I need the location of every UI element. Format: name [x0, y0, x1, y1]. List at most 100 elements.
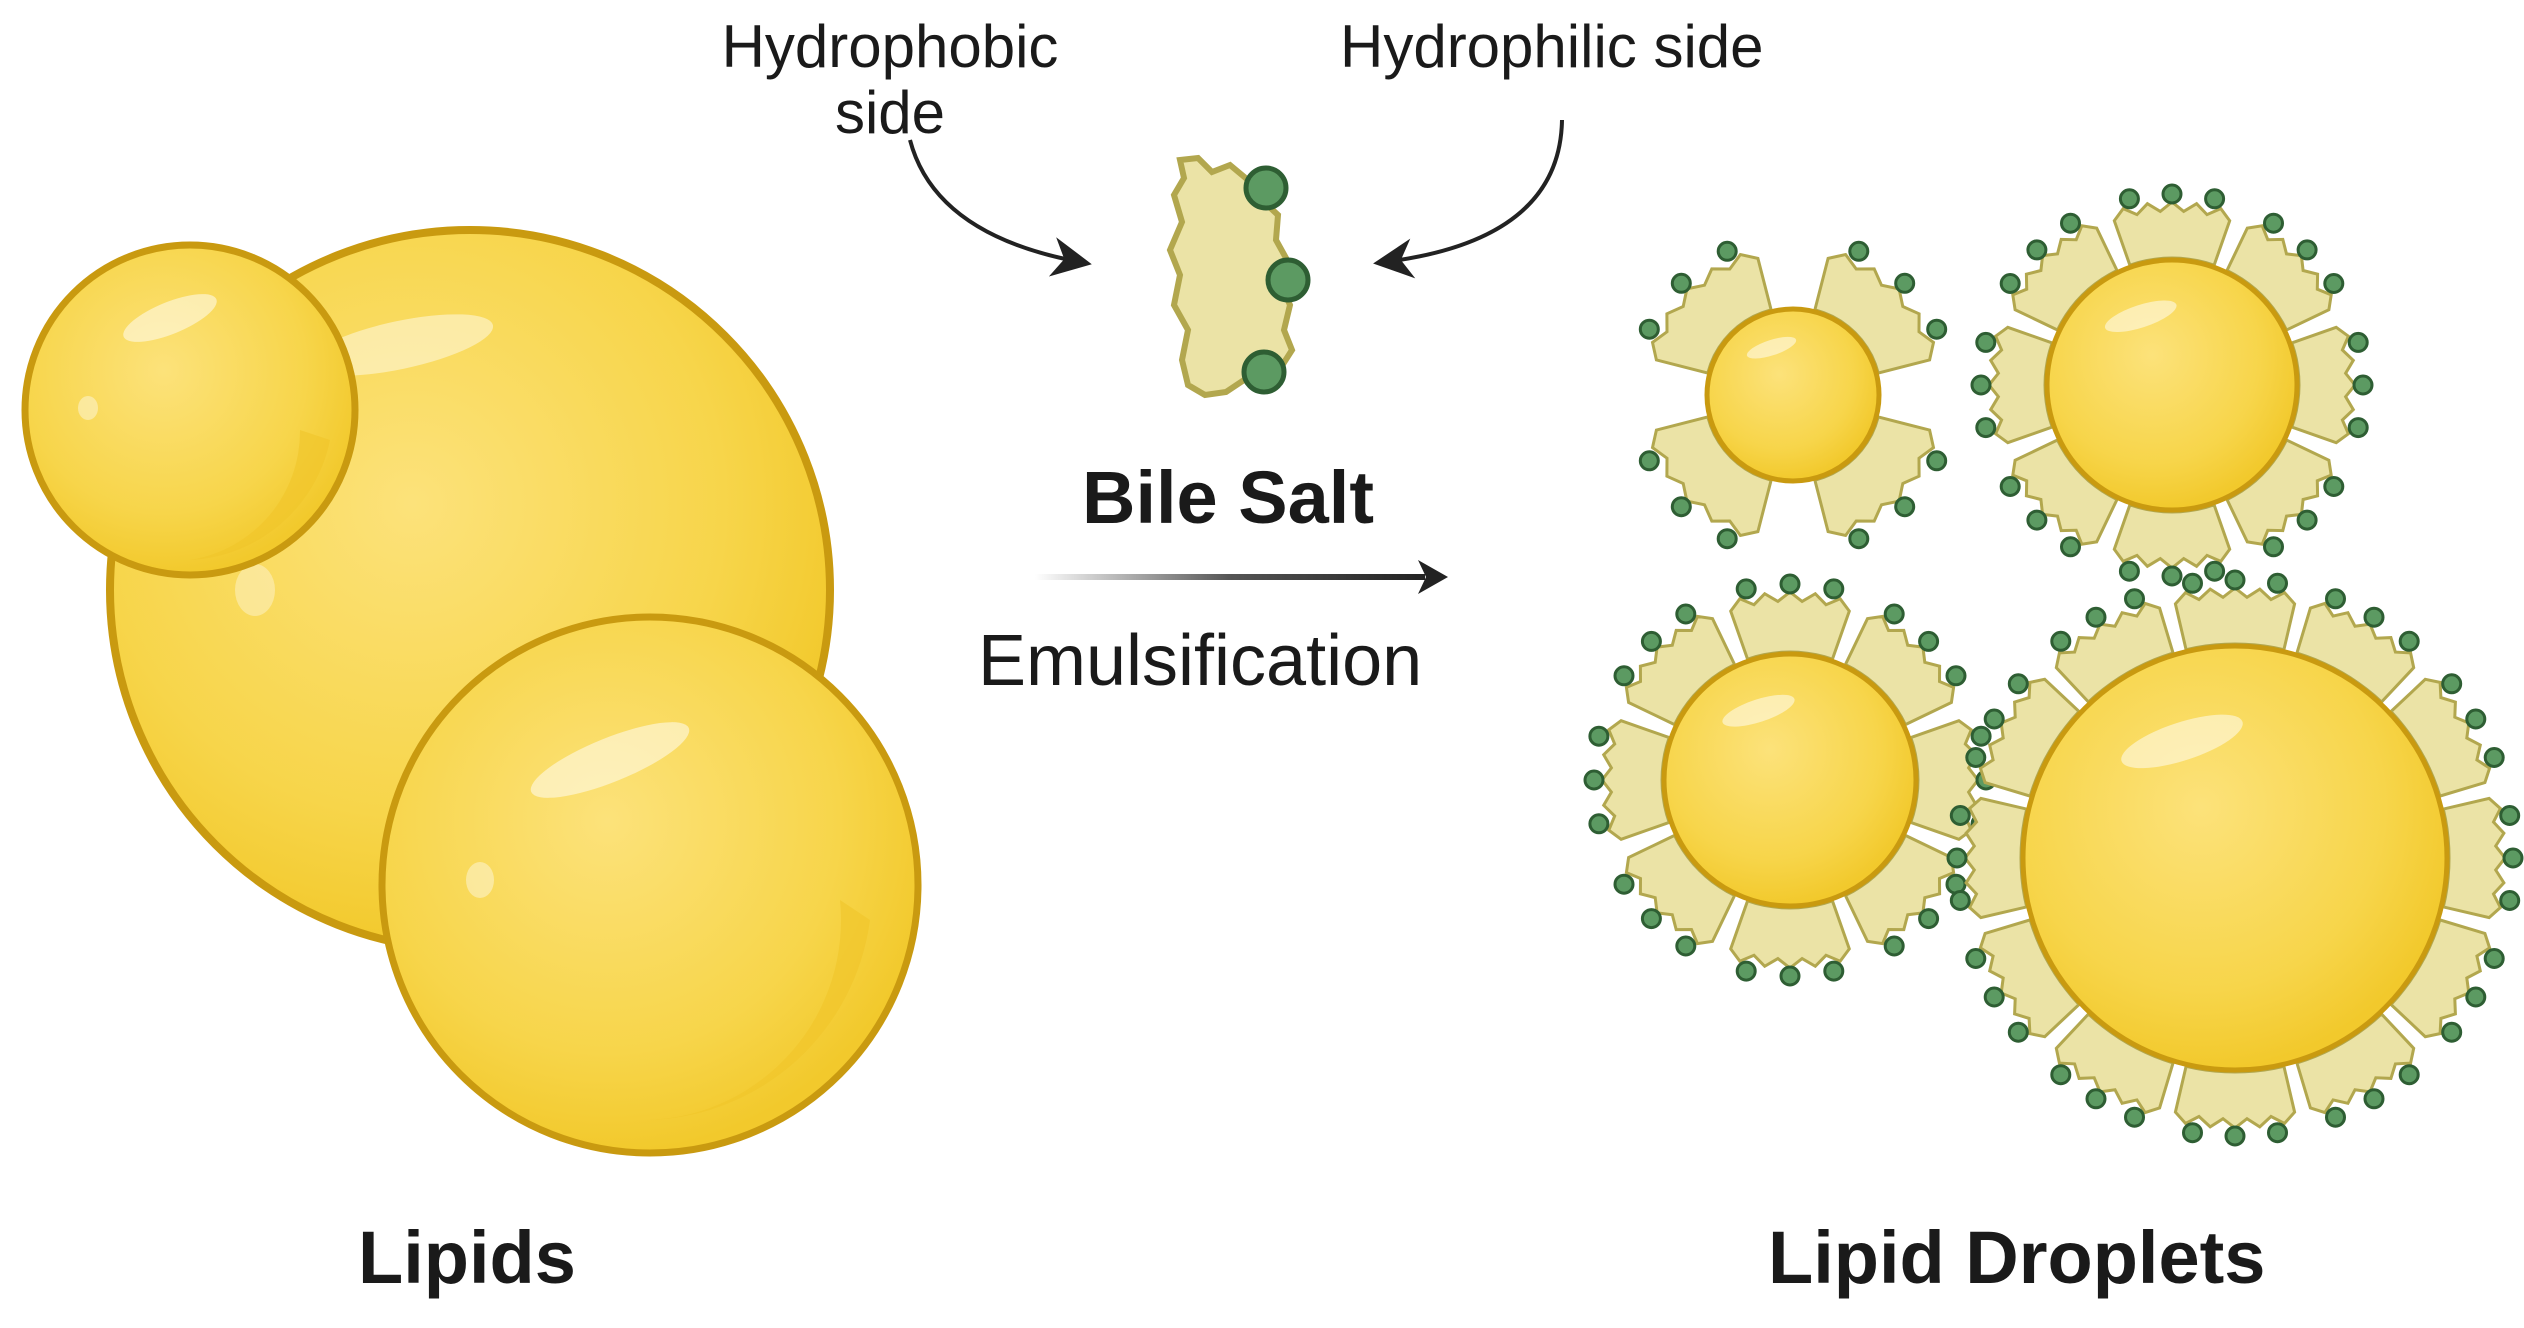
hydrophilic-head	[2499, 890, 2521, 911]
hydrophilic-label: Hydrophilic side	[1340, 13, 1764, 80]
hydrophilic-head	[1638, 450, 1660, 472]
hydrophilic-head	[2182, 1122, 2203, 1144]
hydrophilic-head	[2124, 1106, 2145, 1128]
emulsification-arrow	[1035, 560, 1448, 594]
bile-salt-segment	[2112, 200, 2232, 268]
bile-salt-segment	[2173, 586, 2297, 652]
hydrophilic-head	[2060, 536, 2081, 558]
emulsification-label: Emulsification	[978, 621, 1423, 701]
lipid-globule-small	[21, 241, 359, 579]
bile-salt-segment	[2289, 325, 2357, 445]
hydrophilic-head	[2085, 1088, 2107, 1110]
hydrophilic-head	[2323, 273, 2345, 294]
hydrophilic-head	[1918, 908, 1940, 930]
hydrophilic-head	[2267, 1122, 2288, 1144]
hydrophilic-head	[1675, 603, 1697, 625]
hydrophilic-head	[1779, 573, 1801, 595]
hydrophilic-head	[2502, 847, 2524, 869]
hydrophilic-head	[2483, 747, 2505, 768]
hydrophilic-head	[1640, 908, 1662, 930]
hydrophilic-head	[1999, 273, 2021, 294]
lipid-core	[2020, 643, 2450, 1073]
hydrophilic-head	[1883, 935, 1905, 957]
bile-salt-segment	[1963, 796, 2029, 920]
hydrophilic-head	[1894, 272, 1916, 294]
hydrophilic-head	[1945, 665, 1967, 687]
hydrophilic-head	[2050, 1064, 2072, 1086]
hydrophilic-head	[2118, 560, 2140, 582]
hydrophilic-head	[1638, 318, 1660, 340]
bile-salt-segment	[2112, 502, 2232, 570]
lipids-group	[21, 226, 922, 1157]
hydrophilic-head	[1613, 665, 1635, 687]
hydrophilic-head	[2347, 331, 2369, 353]
hydrophilic-head	[2352, 374, 2374, 396]
hydrophilic-head	[2263, 536, 2284, 558]
hydrophilic-head	[1949, 890, 1971, 911]
hydrophilic-head	[1965, 747, 1987, 768]
hydrophilic-head	[2296, 509, 2318, 531]
hydrophilic-head	[1949, 805, 1971, 826]
hydrophilic-head	[1588, 725, 1610, 747]
hydrophilic-head	[1670, 272, 1692, 294]
hydrophilic-head	[1716, 240, 1738, 262]
lipid-core	[2044, 257, 2300, 513]
bile-salt-head-bottom	[1241, 349, 1287, 395]
hydrophilic-head	[2204, 560, 2226, 582]
lipid-highlight	[1746, 336, 1797, 359]
hydrophobic-label: Hydrophobic side	[690, 14, 1090, 146]
droplet-small-top-left	[1638, 240, 1948, 550]
hydrophilic-head	[1848, 528, 1870, 550]
lipid-core	[1704, 306, 1882, 484]
lipid-highlight	[1722, 694, 1795, 727]
hydrophilic-head	[2085, 606, 2107, 628]
bile-salt-label: Bile Salt	[1082, 456, 1374, 539]
hydrophilic-head	[1926, 450, 1948, 472]
droplet-large-bottom-right	[1946, 569, 2524, 1147]
droplet-top-right	[1970, 183, 2374, 587]
bile-salt-segment	[1987, 325, 2055, 445]
hydrophilic-head	[1823, 578, 1845, 600]
hydrophilic-head	[2441, 1021, 2463, 1043]
hydrophobic-label-line2: side	[834, 79, 946, 146]
hydrophilic-head	[2007, 673, 2029, 695]
lipid-droplets-label: Lipid Droplets	[1768, 1216, 2266, 1299]
droplet-bottom-left	[1583, 573, 1997, 987]
hydrophilic-arrow	[1373, 119, 1564, 279]
hydrophilic-head	[1613, 873, 1635, 895]
hydrophilic-head	[1848, 240, 1870, 262]
hydrophilic-head	[2499, 805, 2521, 826]
hydrophilic-head	[2363, 1088, 2385, 1110]
hydrophilic-head	[1735, 578, 1757, 600]
bile-salt-segment	[1729, 898, 1851, 970]
hydrophilic-head	[1716, 528, 1738, 550]
hydrophilic-head	[2323, 476, 2345, 497]
hydrophilic-head	[2325, 588, 2346, 610]
lipid-core	[1661, 651, 1919, 909]
hydrophilic-head	[2465, 708, 2487, 730]
hydrophobic-label-line1: Hydrophobic	[721, 13, 1059, 80]
hydrophilic-head	[1670, 496, 1692, 518]
hydrophilic-head	[2267, 572, 2288, 594]
hydrophilic-head	[2296, 239, 2318, 261]
hydrophilic-head	[2161, 565, 2183, 587]
hydrophilic-head	[1975, 331, 1997, 353]
hydrophilic-head	[2007, 1021, 2029, 1043]
hydrophilic-head	[2398, 630, 2420, 652]
hydrophilic-head	[1983, 708, 2005, 730]
bile-salt-head-middle	[1265, 257, 1311, 303]
hydrophilic-head	[2026, 239, 2048, 261]
hydrophilic-head	[2050, 630, 2072, 652]
hydrophobic-arrow	[908, 139, 1092, 277]
hydrophilic-head	[2224, 1125, 2246, 1147]
hydrophilic-head	[1675, 935, 1697, 957]
hydrophilic-head	[2026, 509, 2048, 531]
hydrophilic-head	[1965, 948, 1987, 969]
hydrophilic-head	[1999, 476, 2021, 497]
hydrophilic-head	[1735, 960, 1757, 982]
hydrophilic-head	[2182, 572, 2203, 594]
bile-salt-molecule	[1166, 154, 1311, 399]
hydrophilic-head	[1946, 847, 1968, 869]
hydrophilic-head	[2398, 1064, 2420, 1086]
